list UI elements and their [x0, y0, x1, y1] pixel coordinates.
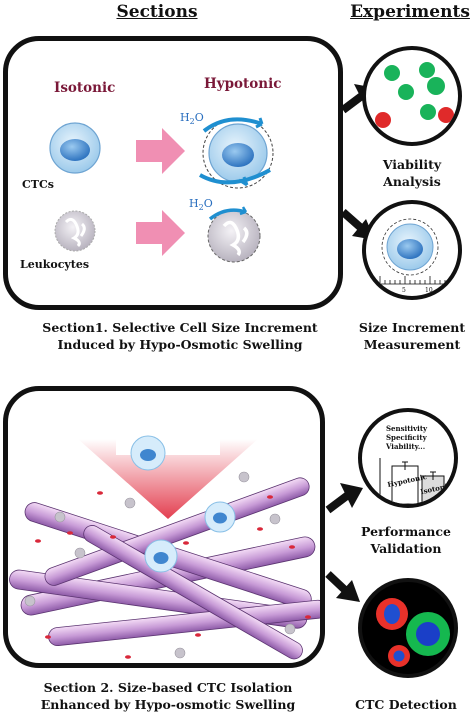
viability-cells	[375, 62, 454, 128]
detected-ctc-1	[376, 598, 408, 630]
detected-ctc-2	[406, 612, 450, 656]
section1-caption-line1: Section1. Selective Cell Size Increment	[42, 320, 318, 335]
water-label-1: H2O	[180, 111, 204, 127]
leukocytes-small	[24, 471, 296, 659]
leukocyte-isotonic-cell	[54, 210, 96, 252]
ctc-detection-label: CTC Detection	[355, 697, 457, 712]
sections-header: Sections	[116, 2, 198, 22]
ruler	[379, 276, 455, 285]
size-label-line1: Size Increment	[358, 320, 466, 335]
section2-caption-line1: Section 2. Size-based CTC Isolation	[43, 680, 293, 695]
arrow-to-performance	[325, 491, 351, 514]
pink-arrow-leukocyte	[136, 210, 185, 256]
water-label-2: H2O	[189, 197, 213, 213]
filter-rods	[9, 477, 320, 660]
perf-list-viability: Viability...	[386, 442, 426, 451]
size-circle: 0 5 10 15	[362, 200, 462, 300]
section2-caption-line2: Enhanced by Hypo-osmotic Swelling	[40, 697, 296, 712]
viability-label-line2: Analysis	[383, 174, 441, 189]
performance-label-line2: Validation	[370, 541, 442, 556]
leukocytes-label: Leukocytes	[20, 258, 90, 271]
viability-label-line1: Viability	[382, 157, 442, 172]
ruler-tick-15: 15	[449, 287, 457, 294]
hypotonic-label: Hypotonic	[204, 76, 282, 92]
captured-ctc-3	[144, 539, 178, 573]
arrow-to-ctc	[325, 571, 348, 593]
ctc-hypotonic-cell	[199, 117, 274, 189]
section2-box	[3, 386, 325, 668]
performance-circle: Sensitivity Specificity Viability... Hyp…	[358, 408, 458, 508]
section1-caption-line2: Induced by Hypo-Osmotic Swelling	[57, 337, 303, 352]
flow-arrow	[78, 439, 258, 519]
isotonic-label: Isotonic	[54, 80, 116, 96]
detected-ctc-3	[388, 645, 410, 667]
section2-graphics	[9, 435, 320, 660]
red-blood-cells	[35, 491, 311, 659]
leukocyte-hypotonic-cell	[207, 206, 261, 263]
experiments-header: Experiments	[350, 2, 470, 22]
section1-box	[3, 36, 343, 310]
ruler-tick-5: 5	[402, 287, 406, 294]
captured-ctc-2	[204, 501, 236, 533]
ctcs-label: CTCs	[22, 178, 54, 191]
ruler-tick-0: 0	[377, 287, 381, 294]
ctc-detection-circle	[358, 578, 458, 678]
arrow-to-viability	[340, 91, 366, 114]
performance-label-line1: Performance	[361, 524, 451, 539]
size-label-line2: Measurement	[363, 337, 461, 352]
arrow-to-size	[340, 209, 363, 230]
viability-circle	[362, 46, 462, 146]
perf-list-sensitivity: Sensitivity	[386, 424, 428, 433]
perf-list-specificity: Specificity	[386, 433, 427, 442]
pink-arrow-ctc	[136, 128, 185, 174]
captured-ctc-1	[130, 435, 166, 471]
ruler-tick-10: 10	[425, 287, 433, 294]
ctc-isotonic-cell	[49, 122, 101, 174]
